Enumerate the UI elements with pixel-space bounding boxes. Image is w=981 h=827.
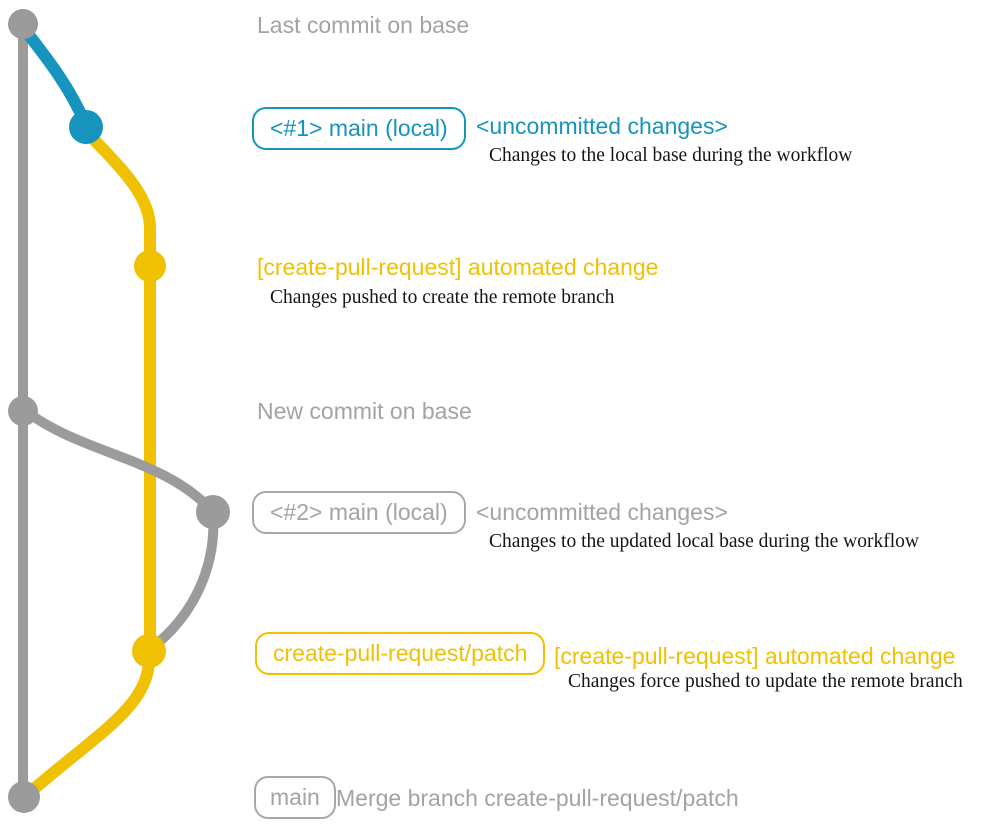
branch1-status: <uncommitted changes> <box>476 113 728 139</box>
new-commit-label: New commit on base <box>257 398 472 424</box>
branch1-tag: <#1> main (local) <box>252 107 466 150</box>
branch2-desc: Changes to the updated local base during… <box>489 531 919 552</box>
commit-dot-local-1 <box>69 110 103 144</box>
commit-dot-last-base <box>8 9 38 39</box>
push1-title: [create-pull-request] automated change <box>257 254 659 280</box>
patch-branch-tag: create-pull-request/patch <box>255 632 546 675</box>
branch2-tag: <#2> main (local) <box>252 491 466 534</box>
commit-dot-patch <box>132 634 166 668</box>
last-commit-label: Last commit on base <box>257 12 470 38</box>
local-branch-line <box>19 24 92 131</box>
updated-local-branch-line <box>22 407 218 517</box>
push1-desc: Changes pushed to create the remote bran… <box>270 287 615 308</box>
branch1-desc: Changes to the local base during the wor… <box>489 145 853 166</box>
push2-desc: Changes force pushed to update the remot… <box>568 671 963 692</box>
force-push-line <box>144 507 219 655</box>
commit-dot-merge <box>8 781 40 813</box>
merge-line <box>20 646 156 802</box>
commit-dot-new-base <box>8 396 38 426</box>
push2-title: [create-pull-request] automated change <box>554 643 956 669</box>
commit-dot-local-2 <box>196 495 230 529</box>
branch2-status: <uncommitted changes> <box>476 499 728 525</box>
merge-desc: Merge branch create-pull-request/patch <box>336 785 739 811</box>
commit-dot-automated-change <box>134 250 166 282</box>
main-branch-tag: main <box>254 776 336 819</box>
remote-branch-line <box>81 126 156 657</box>
